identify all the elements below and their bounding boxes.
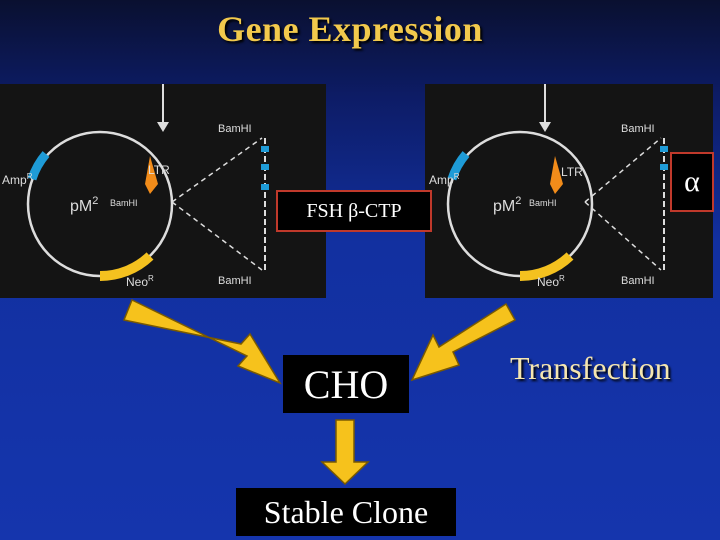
label-bamhi-bottom: BamHI bbox=[621, 275, 655, 287]
label-ltr: LTR bbox=[561, 165, 583, 179]
stable-clone-box: Stable Clone bbox=[236, 488, 456, 536]
insert-label-fsh: FSH β-CTP bbox=[276, 190, 432, 232]
insert-marker-1 bbox=[261, 146, 269, 152]
slide-title: Gene Expression bbox=[217, 9, 483, 49]
label-ltr: LTR bbox=[148, 163, 170, 177]
insert-marker-2 bbox=[261, 164, 269, 170]
dashed-line-top bbox=[171, 137, 263, 203]
label-bamhi-top: BamHI bbox=[621, 123, 655, 135]
label-neor: NeoR bbox=[537, 274, 565, 289]
insert-marker-1 bbox=[660, 146, 668, 152]
label-bamhi-inner: BamHI bbox=[110, 198, 138, 208]
transfection-label: Transfection bbox=[510, 350, 671, 386]
label-neor: NeoR bbox=[126, 274, 154, 289]
plasmid-diagram-right: AmpR pM2 BamHI LTR NeoR BamHI BamHI bbox=[425, 84, 713, 298]
label-bamhi-bottom: BamHI bbox=[218, 275, 252, 287]
ltr-arrow bbox=[145, 156, 158, 194]
ampr-segment bbox=[447, 151, 470, 181]
ltr-arrow bbox=[550, 156, 563, 194]
neor-segment bbox=[519, 252, 574, 282]
insertion-arrow-head bbox=[539, 122, 551, 132]
neor-segment bbox=[99, 252, 154, 282]
label-ampr: AmpR bbox=[429, 172, 460, 187]
label-pm2: pM2 bbox=[493, 195, 521, 215]
insert-marker-3 bbox=[261, 184, 269, 190]
ampr-segment bbox=[27, 151, 50, 181]
arrow-right-to-cho bbox=[410, 302, 517, 382]
label-ampr: AmpR bbox=[2, 172, 33, 187]
cho-cell-box: CHO bbox=[283, 355, 409, 413]
dashed-line-bottom bbox=[171, 201, 263, 271]
insert-marker-2 bbox=[660, 164, 668, 170]
dashed-line-top bbox=[584, 137, 662, 203]
insertion-arrow-head bbox=[157, 122, 169, 132]
dashed-line-bottom bbox=[584, 201, 662, 271]
insert-label-alpha: α bbox=[670, 152, 714, 212]
label-bamhi-inner: BamHI bbox=[529, 198, 557, 208]
label-bamhi-top: BamHI bbox=[218, 123, 252, 135]
label-pm2: pM2 bbox=[70, 195, 98, 215]
arrow-left-to-cho bbox=[122, 298, 282, 385]
plasmid-diagram-left: AmpR pM2 BamHI LTR NeoR BamHI BamHI bbox=[0, 84, 326, 298]
arrow-cho-to-clone bbox=[320, 419, 370, 486]
